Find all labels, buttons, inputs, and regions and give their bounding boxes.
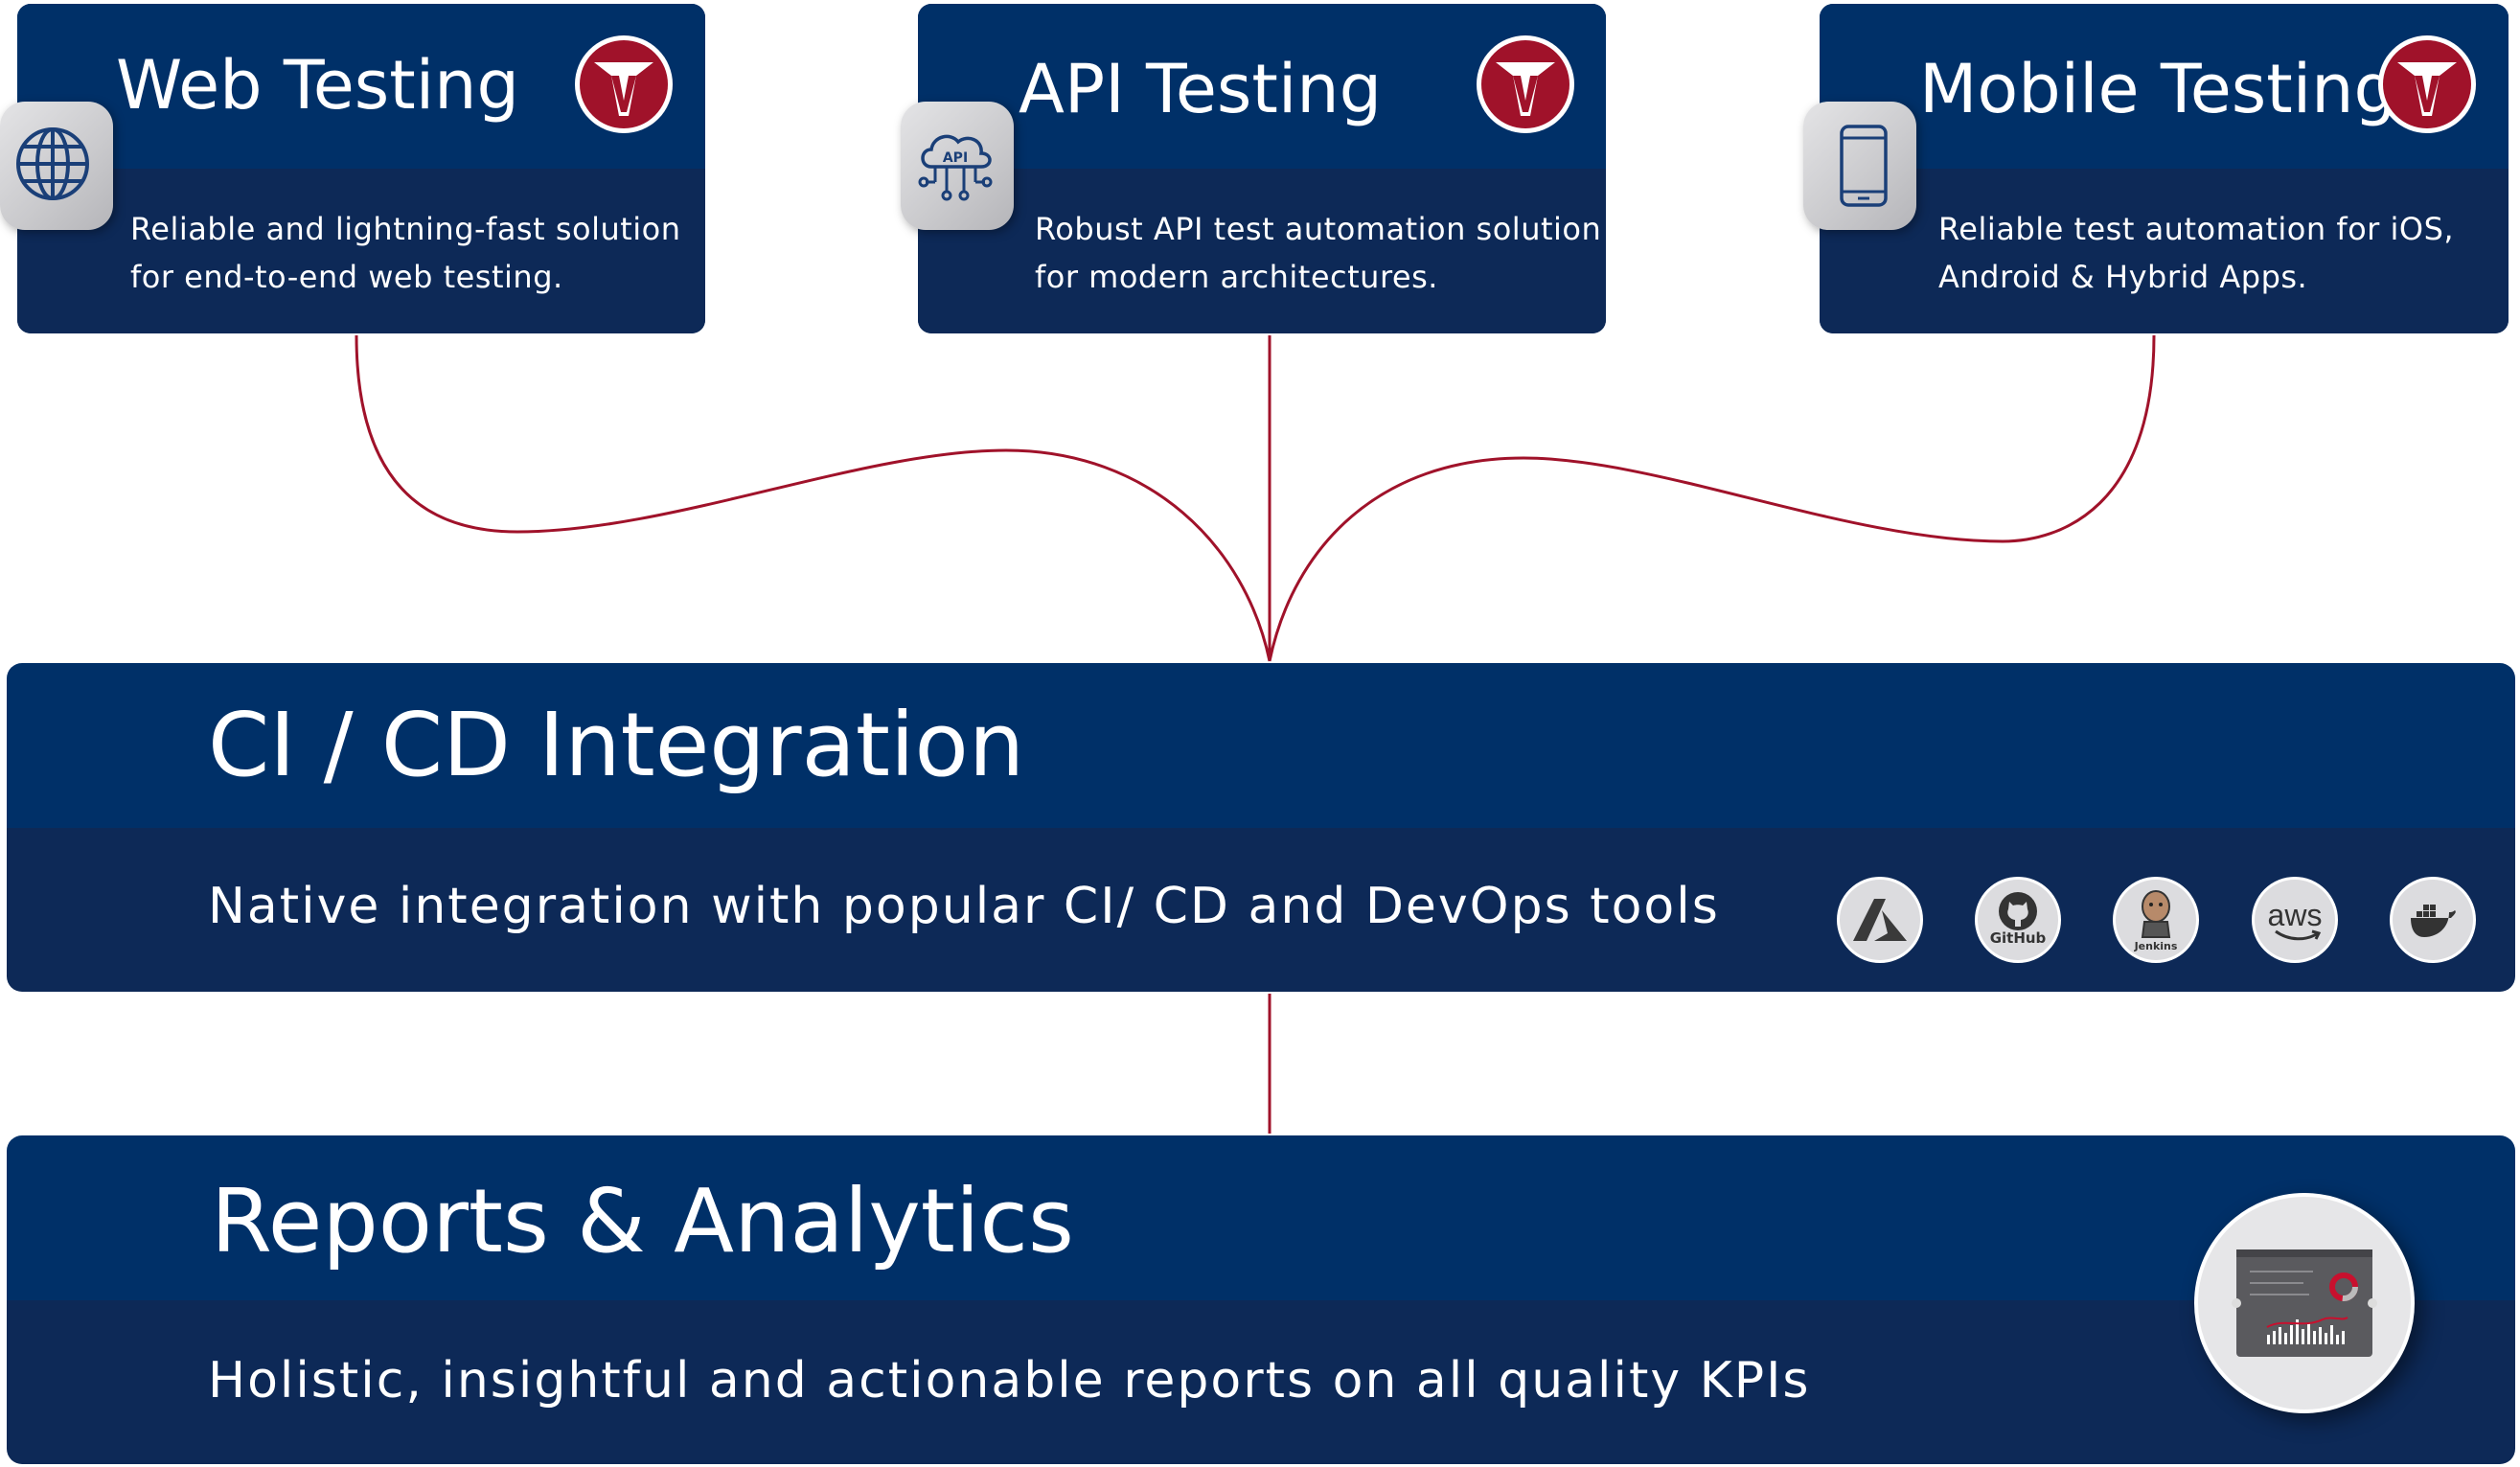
azure-icon	[1837, 877, 1923, 963]
card-description: Robust API test automation solution for …	[1035, 211, 1602, 295]
brand-logo-icon	[2378, 35, 2476, 133]
report-dashboard-icon	[2194, 1193, 2415, 1413]
brand-logo-icon	[1477, 35, 1574, 133]
ci-cd-description: Native integration with popular CI/ CD a…	[208, 878, 1720, 935]
card-title: Mobile Testing	[1919, 50, 2396, 128]
jenkins-icon: Jenkins	[2113, 877, 2199, 963]
card-title: API Testing	[1019, 50, 1383, 128]
github-icon: GitHub	[1975, 877, 2061, 963]
card-description: Reliable test automation for iOS, Androi…	[1938, 211, 2455, 295]
smartphone-tab	[1803, 102, 1916, 230]
ci-cd-title: CI / CD Integration	[208, 694, 1025, 796]
reports-description: Holistic, insightful and actionable repo…	[208, 1352, 1811, 1410]
reports-analytics-band: Reports & Analytics Holistic, insightful…	[7, 1135, 2515, 1464]
connector-web-to-ci	[355, 334, 1271, 662]
cloud-api-icon: API	[918, 134, 993, 201]
reports-title: Reports & Analytics	[211, 1170, 1074, 1272]
card-title: Web Testing	[116, 46, 519, 125]
card-mobile-testing: Mobile Testing Reliable test automation …	[1820, 4, 2509, 333]
docker-icon	[2390, 877, 2476, 963]
globe-icon	[16, 127, 89, 200]
smartphone-icon	[1840, 125, 1888, 207]
card-api-testing: API Testing Robust API test automation s…	[918, 4, 1606, 333]
cloud-api-tab: API	[901, 102, 1014, 230]
aws-icon: aws	[2252, 877, 2338, 963]
card-description: Reliable and lightning-fast solution for…	[130, 211, 681, 295]
svg-text:API: API	[943, 150, 968, 166]
connector-mobile-to-ci	[1268, 334, 2156, 662]
ci-cd-integration-band: CI / CD Integration Native integration w…	[7, 663, 2515, 992]
globe-tab	[0, 102, 113, 230]
card-web-testing: Web Testing Reliable and lightning-fast …	[17, 4, 705, 333]
brand-logo-icon	[575, 35, 673, 133]
